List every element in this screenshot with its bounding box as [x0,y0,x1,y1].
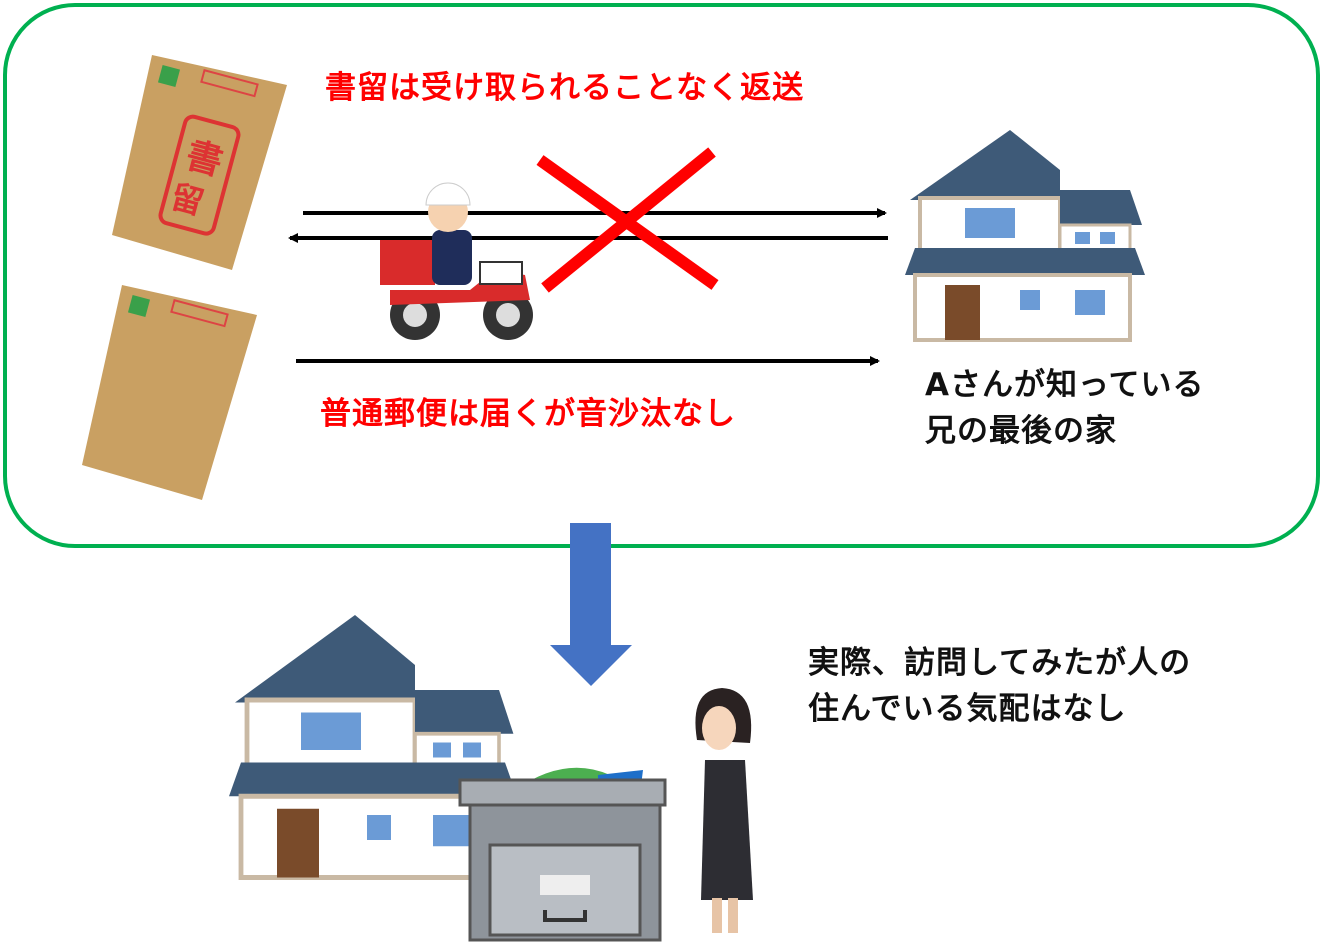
visit-caption-line1: 実際、訪問してみたが人の [808,645,1192,681]
overflowing-mailbox-icon [458,767,667,942]
postman-motorbike-icon [380,182,533,340]
house-caption-line1: Aさんが知っている [925,367,1205,403]
house-caption-line2: 兄の最後の家 [925,413,1117,449]
cross-mark-icon [536,147,719,293]
house-caption: Aさんが知っている 兄の最後の家 [925,362,1204,454]
brothers-house-icon [903,128,1147,342]
visitor-woman-icon [695,688,753,933]
registered-mail-caption: 書留は受け取られることなく返送 [325,70,805,106]
registered-envelope-icon: 書 留 [111,54,288,271]
regular-mail-caption: 普通郵便は届くが音沙汰なし [320,396,736,432]
visit-caption-line2: 住んでいる気配はなし [808,691,1127,727]
down-arrow [550,523,632,686]
regular-envelope-icon [81,284,258,501]
visit-caption: 実際、訪問してみたが人の 住んでいる気配はなし [808,640,1191,732]
top-section-frame [3,3,1320,548]
